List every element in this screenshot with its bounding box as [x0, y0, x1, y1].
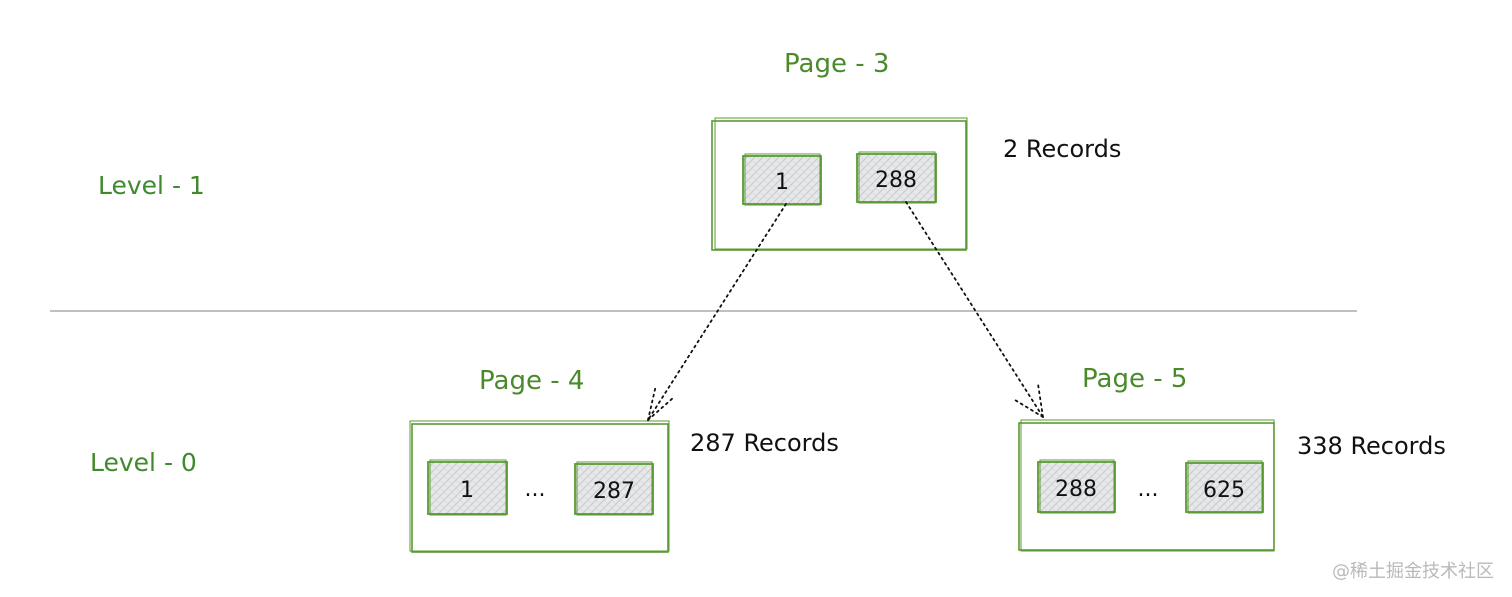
- page-3-cell-2-value: 288: [875, 168, 917, 193]
- page-5-cell-1-value: 288: [1055, 477, 1097, 502]
- page-4-cell-1-value: 1: [460, 478, 474, 503]
- page-4-cell-2: 287: [574, 461, 654, 516]
- page-5-box: [1018, 419, 1275, 552]
- pointer-arrow-288-to-page-5: [905, 201, 1044, 418]
- level-1-label: Level - 1: [98, 171, 205, 200]
- page-4-box: [409, 420, 670, 553]
- page-3-title: Page - 3: [784, 49, 889, 79]
- page-3-records: 2 Records: [1003, 135, 1121, 163]
- page-4-cell-2-value: 287: [593, 479, 635, 504]
- page-4-title: Page - 4: [479, 366, 584, 396]
- page-5-title: Page - 5: [1082, 364, 1187, 394]
- page-5-cell-1: 288: [1037, 459, 1116, 514]
- pointer-arrow-1-to-page-4: [647, 203, 787, 421]
- page-4-ellipsis: ...: [525, 477, 546, 502]
- watermark: @稀土掘金技术社区: [1332, 561, 1494, 582]
- page-3-cell-2: 288: [856, 151, 937, 204]
- page-5-records: 338 Records: [1297, 432, 1446, 460]
- page-4-records: 287 Records: [690, 429, 839, 457]
- page-3-box: [711, 117, 968, 251]
- page-5-ellipsis: ...: [1138, 477, 1159, 502]
- page-5-cell-2-value: 625: [1203, 478, 1245, 503]
- page-3-cell-1-value: 1: [775, 170, 789, 195]
- level-0-label: Level - 0: [90, 448, 197, 477]
- page-5: Page - 5 288 ... 625 338 Records: [1018, 364, 1446, 552]
- page-5-cell-2: 625: [1185, 460, 1264, 514]
- page-3: Page - 3 1 288 2 Records: [711, 49, 1121, 251]
- page-3-cell-1: 1: [742, 153, 822, 206]
- page-4-cell-1: 1: [427, 459, 508, 516]
- page-4: Page - 4 1 ... 287 287 Records: [409, 366, 839, 553]
